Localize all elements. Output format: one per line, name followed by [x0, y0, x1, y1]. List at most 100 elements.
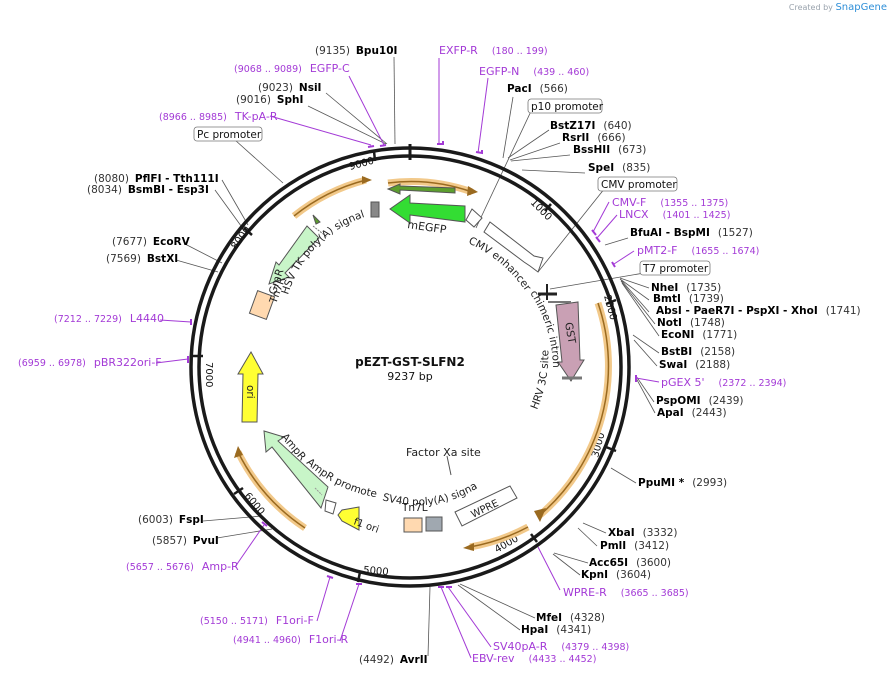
site-bstxi: (7569)BstXI — [106, 253, 178, 265]
promoter-labels: p10 promoter CMV promoter T7 promoter Pc… — [193, 98, 711, 276]
primer-lncx: LNCX(1401 .. 1425) — [619, 208, 730, 221]
label-megfp: mEGFP — [407, 218, 448, 236]
primer-wpre-r: WPRE-R(3665 .. 3685) — [563, 586, 689, 599]
label-ampr-promoter: AmpR promoter — [0, 0, 378, 500]
leader-lines — [175, 56, 660, 657]
brand-created-by: Created by — [788, 3, 833, 12]
primer-egfp-n: EGFP-N(439 .. 460) — [479, 65, 589, 78]
promoter-cmv: CMV promoter — [601, 179, 677, 191]
primer-f1ori-f: (5150 .. 5171)F1ori-F — [200, 614, 314, 627]
primer-pbr322ori-f: (6959 .. 6978)pBR322ori-F — [18, 356, 162, 369]
site-econi: EcoNI(1771) — [661, 329, 737, 341]
site-rsrii: RsrII(666) — [562, 132, 626, 144]
feature-cmv-enhancer — [483, 221, 544, 273]
label-gst: GST — [562, 321, 578, 345]
site-bsmbi: (8034)BsmBI - Esp3I — [87, 184, 209, 196]
primer-l4440: (7212 .. 7229)L4440 — [54, 312, 164, 325]
feature-ampr — [263, 430, 329, 510]
feature-tn7r — [248, 290, 276, 320]
feature-wpre — [454, 485, 518, 527]
orf-arc-tk — [293, 179, 367, 217]
label-tn7l: Tn7L — [401, 502, 428, 514]
feature-hsv-tk-pa — [370, 201, 380, 218]
feature-gmr — [268, 225, 320, 285]
site-bstbi: BstBI(2158) — [661, 346, 735, 358]
site-noti: NotI(1748) — [657, 317, 725, 329]
site-nhei: NheI(1735) — [651, 282, 721, 294]
label-sv40pa: SV40 poly(A) signal — [0, 0, 479, 508]
site-apai: ApaI(2443) — [657, 407, 727, 419]
site-xbai: XbaI(3332) — [608, 527, 678, 539]
primer-sv40pa-r: SV40pA-R(4379 .. 4398) — [493, 640, 629, 653]
primer-exfp-r: EXFP-R(180 .. 199) — [439, 44, 548, 57]
feature-megfp — [389, 194, 466, 224]
feature-gmr-tail — [312, 214, 321, 225]
primer-tk-pa-r: (8966 .. 8985)TK-pA-R — [159, 110, 278, 123]
feature-tn7l — [403, 517, 423, 533]
features — [237, 183, 585, 533]
label-factor-xa: Factor Xa site — [406, 446, 481, 459]
primer-pmt2-f: pMT2-F(1655 .. 1674) — [637, 244, 759, 257]
site-acc65i: Acc65I(3600) — [589, 557, 671, 569]
orf-arc-egfp — [387, 180, 473, 193]
site-absi: AbsI - PaeR7I - PspXI - XhoI(1741) — [656, 305, 861, 317]
site-swai: SwaI(2188) — [659, 359, 730, 371]
feature-factor-xa-mark — [446, 455, 452, 476]
site-hpai: HpaI(4341) — [521, 624, 591, 636]
primer-cmv-f: CMV-F(1355 .. 1375) — [612, 196, 728, 209]
site-pflfi: (8080)PflFI - Tth111I — [94, 173, 219, 185]
promoter-t7: T7 promoter — [642, 263, 709, 275]
snapgene-brand: Created by SnapGene — [789, 2, 887, 13]
label-f1ori: f1 ori — [352, 516, 380, 535]
primer-ebv-rev: EBV-rev(4433 .. 4452) — [472, 652, 596, 665]
site-kpni: KpnI(3604) — [581, 569, 651, 581]
site-spei: SpeI(835) — [588, 162, 650, 174]
site-bpu10i: (9135)Bpu10I — [315, 45, 397, 57]
site-ecorv: (7677)EcoRV — [112, 236, 191, 248]
feature-hsv-tk-arrow — [386, 183, 456, 195]
feature-f1ori — [337, 506, 360, 531]
orf-arc-gst — [539, 302, 610, 516]
orf-arrowheads — [234, 176, 546, 551]
site-pvui: (5857)PvuI — [152, 535, 219, 547]
feature-cmv-promoter-shape — [465, 208, 483, 228]
tick-1000: 1000 — [528, 197, 554, 223]
site-mfei: MfeI(4328) — [536, 612, 605, 624]
tick-marks — [193, 150, 617, 583]
site-nsii: (9023)NsiI — [258, 82, 321, 94]
site-pspomi: PspOMI(2439) — [656, 395, 743, 407]
feature-ori — [237, 350, 264, 423]
site-sphi: (9016)SphI — [236, 94, 303, 106]
primer-labels: EXFP-R(180 .. 199) EGFP-N(439 .. 460) (9… — [18, 44, 786, 665]
site-bfuai: BfuAI - BspMI(1527) — [630, 227, 753, 239]
primer-lines — [155, 58, 660, 659]
site-pmli: PmlI(3412) — [600, 540, 669, 552]
brand-name: SnapGene — [835, 2, 887, 13]
promoter-pc: Pc promoter — [197, 129, 262, 141]
primer-amp-r: (5657 .. 5676)Amp-R — [126, 560, 239, 573]
label-ori: ori — [244, 385, 256, 399]
site-fspi: (6003)FspI — [138, 514, 204, 526]
feature-ampr-promoter — [324, 499, 337, 515]
primer-egfp-c: (9068 .. 9089)EGFP-C — [234, 62, 350, 75]
restriction-sites: (9135)Bpu10I (9023)NsiI (9016)SphI PacI(… — [87, 45, 861, 666]
plasmid-name: pEZT-GST-SLFN2 — [355, 355, 465, 369]
primer-f1ori-r: (4941 .. 4960)F1ori-R — [233, 633, 348, 646]
site-paci: PacI(566) — [507, 83, 568, 95]
site-bsshii: BssHII(673) — [573, 144, 646, 156]
orf-arc-ampr — [237, 451, 306, 529]
feature-sv40pa — [425, 516, 443, 532]
feature-gst — [555, 301, 585, 382]
primer-pgex5: pGEX 5'(2372 .. 2394) — [661, 376, 786, 389]
site-avrii: (4492)AvrII — [359, 654, 428, 666]
site-ppumi: PpuMI *(2993) — [638, 477, 727, 489]
promoter-p10: p10 promoter — [531, 101, 604, 113]
tick-9000: 9000 — [348, 156, 375, 173]
label-hrv3c: HRV 3C site — [529, 350, 552, 411]
plasmid-size: 9237 bp — [387, 370, 432, 383]
tick-7000: 7000 — [203, 362, 214, 387]
tick-5000: 5000 — [363, 565, 389, 578]
site-bmti: BmtI(1739) — [653, 293, 724, 305]
site-bstz17i: BstZ17I(640) — [550, 120, 632, 132]
